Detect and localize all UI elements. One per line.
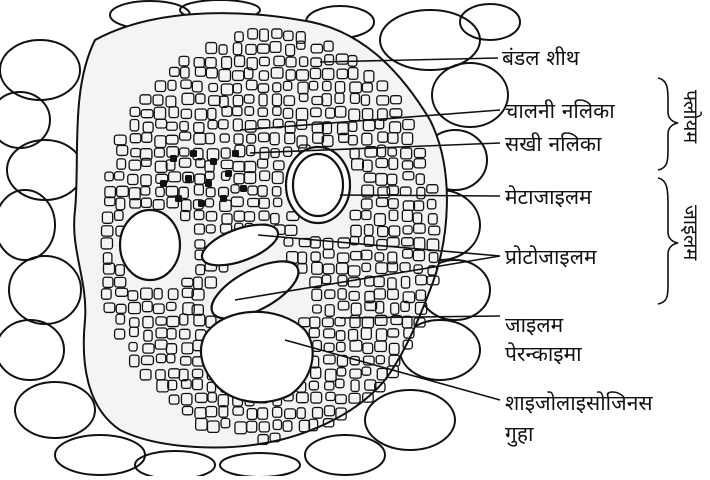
group-label-xylem: जाइलम	[678, 205, 705, 260]
group-braces	[658, 78, 678, 304]
label-schizolysigenous-1: शाइजोलाइसोजिनस	[505, 391, 653, 415]
label-metaxylem: मेटाजाइलम	[505, 185, 592, 209]
companion-cell	[225, 170, 232, 177]
brace-phloem	[658, 78, 678, 170]
companion-cell	[220, 195, 227, 202]
label-protoxylem: प्रोटोजाइलम	[505, 245, 597, 269]
label-sieve-tube: चालनी नलिका	[505, 99, 615, 123]
leader-line-4	[340, 195, 500, 196]
ground-cell	[305, 435, 385, 475]
companion-cell	[190, 150, 197, 157]
companion-cell	[205, 180, 212, 187]
ground-cell	[135, 451, 215, 476]
companion-cell	[185, 175, 192, 182]
label-schizolysigenous-2: गुहा	[505, 422, 533, 446]
brace-xylem	[658, 178, 678, 304]
companion-cell	[240, 185, 247, 192]
metaxylem-vessel-left	[120, 210, 180, 280]
companion-cell	[210, 158, 217, 165]
companion-cell	[170, 155, 177, 162]
ground-cell	[55, 435, 145, 475]
label-xylem-parenchyma-1: जाइलम	[505, 313, 563, 337]
companion-cell	[198, 200, 205, 207]
label-companion-cell: सखी नलिका	[505, 132, 601, 156]
companion-cell	[232, 150, 239, 157]
ground-cell	[432, 63, 508, 127]
companion-cell	[175, 195, 182, 202]
companion-cell	[160, 180, 167, 187]
label-xylem-parenchyma-2: पेरन्काइमा	[505, 342, 582, 366]
group-label-phloem: फ्लोयम	[678, 90, 705, 143]
ground-cell	[220, 453, 300, 476]
ground-cell	[9, 256, 81, 324]
ground-cell	[0, 190, 55, 260]
label-bundle-sheath: बंडल शीथ	[502, 46, 579, 70]
metaxylem-lumen	[293, 154, 343, 216]
ground-cell	[15, 382, 95, 438]
ground-cell	[0, 40, 80, 100]
ground-cell	[0, 320, 64, 380]
ground-cell	[365, 390, 455, 450]
